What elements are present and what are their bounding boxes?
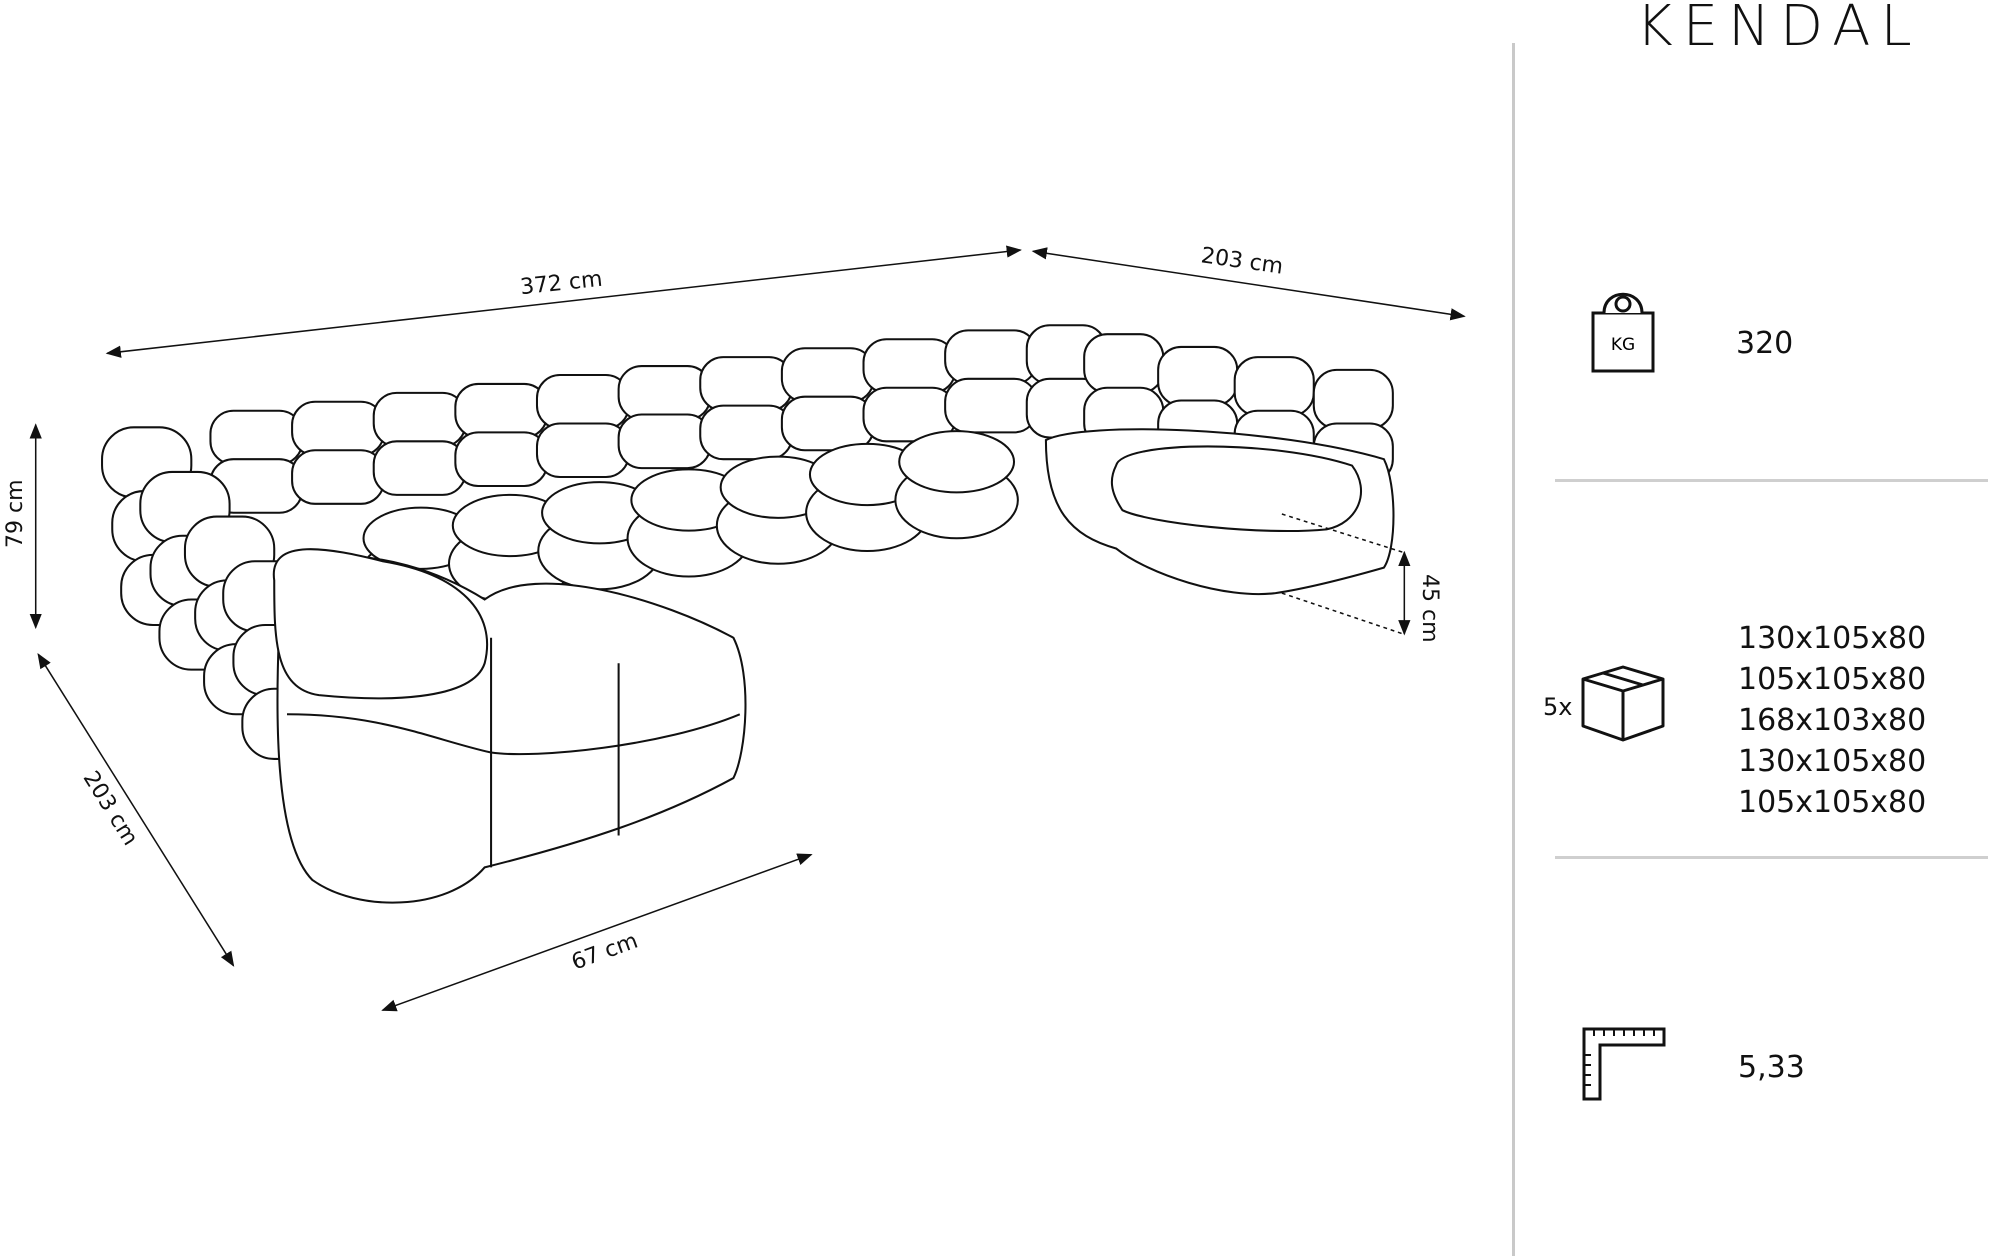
package-count: 5x [1543, 693, 1573, 721]
cushion [780, 395, 875, 452]
label-seat-height: 45 cm [1417, 574, 1442, 643]
label-left-depth: 203 cm [78, 767, 143, 850]
package-dimension: 105x105x80 [1738, 662, 1927, 697]
cushion [617, 365, 712, 421]
divider [1555, 479, 1988, 482]
cushion [372, 391, 467, 448]
cushion [372, 440, 467, 496]
dimension-line-right-depth [1031, 247, 1466, 321]
volume-value: 5,33 [1738, 1050, 1805, 1085]
package-dimension: 168x103x80 [1738, 703, 1927, 738]
package-dimension: 130x105x80 [1738, 621, 1927, 656]
sofa-back-cushions [209, 329, 1039, 514]
package-dimensions-list: 130x105x80 105x105x80 168x103x80 130x105… [1738, 618, 1926, 823]
cushion [209, 409, 304, 466]
weight-icon: KG [1591, 292, 1655, 373]
sofa-chaise [272, 548, 747, 904]
cushion [862, 338, 957, 394]
package-dimension: 130x105x80 [1738, 744, 1927, 779]
cushion [1083, 333, 1165, 394]
cushion [535, 373, 630, 430]
divider [1555, 856, 1988, 859]
dimension-line-left-depth [37, 653, 235, 967]
weight-value: 320 [1736, 326, 1794, 361]
cushion [944, 377, 1039, 434]
sofa-right-seat [1044, 428, 1395, 596]
label-height: 79 cm [3, 479, 28, 548]
cushion [535, 422, 630, 479]
weight-icon-label: KG [1611, 335, 1635, 355]
ruler-icon [1582, 1027, 1666, 1101]
label-width: 372 cm [519, 267, 604, 300]
box-icon [1581, 665, 1665, 742]
cushion [1312, 368, 1394, 430]
package-dimension: 105x105x80 [1738, 785, 1927, 820]
cushion [699, 404, 794, 461]
dimension-line-seat-depth [381, 853, 813, 1012]
cushion [1157, 345, 1239, 407]
cushion [1233, 356, 1315, 417]
sofa-left-arm-cushions [101, 426, 333, 760]
label-seat-depth: 67 cm [568, 929, 641, 976]
cushion [944, 329, 1039, 385]
cushion [617, 413, 712, 470]
cushion [898, 430, 1016, 494]
cushion [454, 431, 549, 487]
divider-vertical [1512, 43, 1515, 1256]
product-title: KENDAL [1636, 0, 1922, 59]
cushion [291, 449, 385, 505]
cushion [454, 382, 549, 439]
cushion [291, 400, 385, 457]
label-right-depth: 203 cm [1199, 243, 1284, 279]
cushion [780, 347, 875, 403]
sofa-seat-cushions [358, 430, 1019, 616]
cushion [699, 356, 794, 412]
dimension-line-width [105, 245, 1022, 358]
